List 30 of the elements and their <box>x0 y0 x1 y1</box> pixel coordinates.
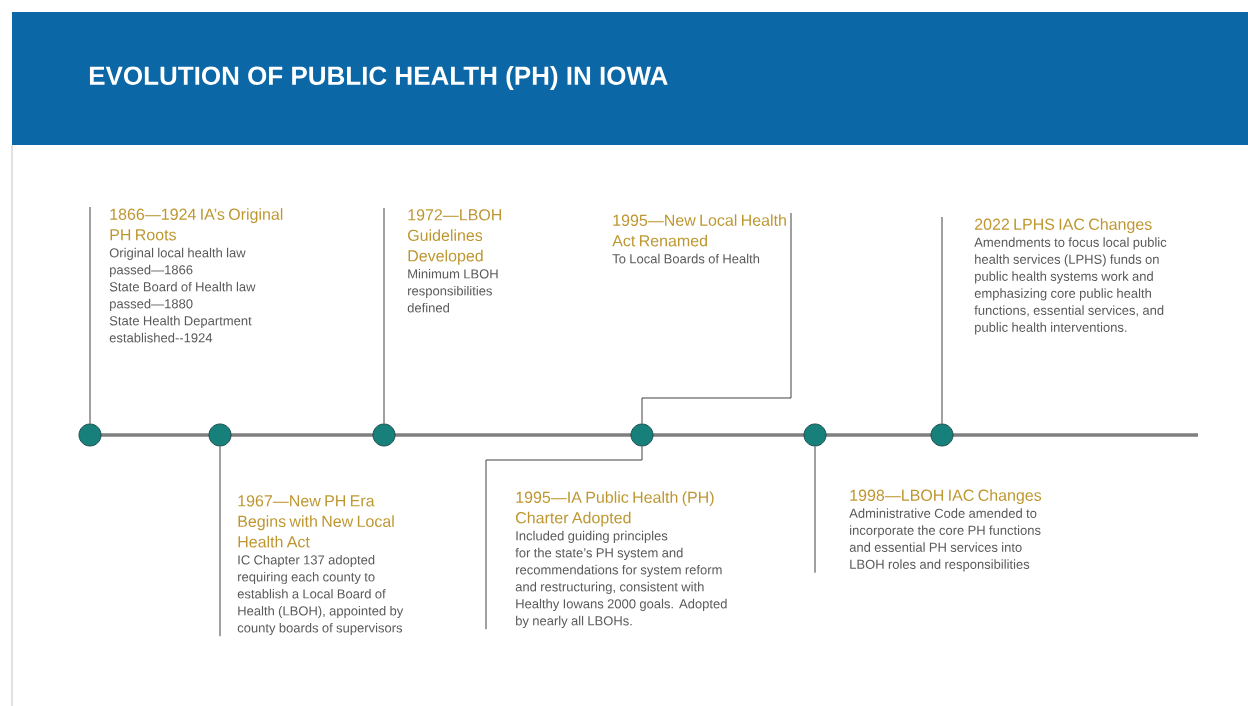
milestone-heading: 2022 LPHS IAC Changes <box>975 218 1152 234</box>
milestone-description: State Board of Health law passed—1880 <box>109 281 256 311</box>
leader-line <box>941 216 943 424</box>
milestone-description: State Health Department established--1924 <box>109 315 252 343</box>
timeline-dot <box>630 423 654 447</box>
leader-line <box>219 446 221 637</box>
leader-line <box>485 446 643 630</box>
milestone-heading: 1995—IA Public Health (PH) Charter Adopted <box>516 491 714 527</box>
timeline-dot <box>78 423 102 447</box>
milestone-description: Original local health law passed—1866 <box>109 247 246 277</box>
timeline-dot <box>930 423 954 447</box>
milestone-description: Amendments to focus local public health services (LPHS) funds on public health systems work and emphasizing core public health functions, essential services, and public health interventions. <box>974 237 1167 335</box>
timeline-dot <box>803 423 827 447</box>
title-banner: EVOLUTION OF PUBLIC HEALTH (PH) IN IOWA <box>12 12 1248 145</box>
timeline-dot <box>372 423 396 447</box>
leader-line <box>641 212 792 424</box>
leader-line <box>814 446 816 574</box>
milestone-heading: 1967—New PH Era Begins with New Local Health Act <box>238 495 394 548</box>
milestone-description: IC Chapter 137 adopted requiring each county to establish a Local Board of Health (LBOH), appointed by county boards of supervisors <box>237 554 404 636</box>
milestone-heading: 1998—LBOH IAC Changes <box>850 489 1042 505</box>
milestone-description: To Local Boards of Health <box>612 253 760 264</box>
milestone-description: Included guiding principles for the state’s PH system and recommendations for system reform and restructuring, consistent with Healthy Iowans 2000 goals. Adopted by nearly all LBOHs. <box>515 530 727 628</box>
milestone-heading: 1866—1924 IA’s Original PH Roots <box>110 208 283 241</box>
milestone-heading: 1995—New Local Health Act Renamed <box>612 214 786 247</box>
milestone-description: Administrative Code amended to incorporate the core PH functions and essential PH services into LBOH roles and responsibilities <box>849 508 1041 572</box>
milestone-description: Minimum LBOH responsibilities defined <box>407 268 498 313</box>
timeline-dot <box>208 423 232 447</box>
leader-line <box>383 207 385 424</box>
leader-line <box>89 206 91 424</box>
milestone-heading: 1972—LBOH Guidelines Developed <box>408 209 502 265</box>
